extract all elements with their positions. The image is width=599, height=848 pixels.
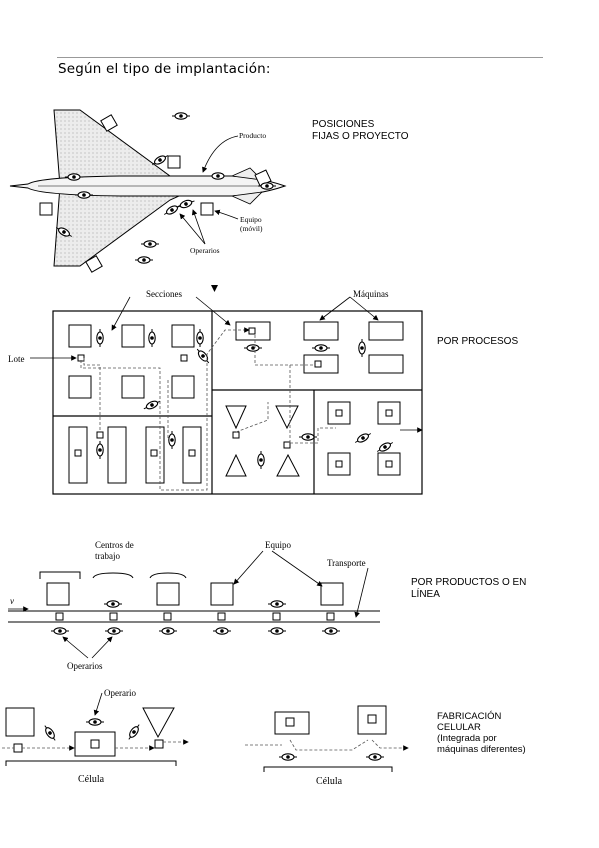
equipment-label-line: Equipo bbox=[265, 540, 291, 550]
product-line-diagram: Centros de trabajo Equipo Transporte v O… bbox=[8, 540, 380, 671]
lot-label: Lote bbox=[8, 354, 25, 364]
equipment-box bbox=[200, 202, 214, 216]
label-fixed-line1: POSICIONES bbox=[312, 119, 375, 130]
page-heading: Según el tipo de implantación: bbox=[58, 61, 271, 77]
label-cellular-line2: CELULAR bbox=[437, 722, 481, 733]
velocity-label: v bbox=[10, 596, 14, 606]
equipment-box bbox=[39, 202, 53, 216]
label-product-line: POR PRODUCTOS O EN LÍNEA bbox=[411, 577, 526, 600]
fixed-position-diagram: Producto Equipo (móvil) Operarios bbox=[9, 109, 287, 273]
equipment-box bbox=[85, 255, 103, 273]
machines-label: Máquinas bbox=[353, 289, 389, 299]
label-process: POR PROCESOS bbox=[437, 336, 518, 348]
operator-label: Operario bbox=[104, 688, 136, 698]
centers-label-2: trabajo bbox=[95, 551, 120, 561]
product-label: Producto bbox=[239, 131, 266, 140]
mobile-label: (móvil) bbox=[240, 224, 263, 233]
equipment-box bbox=[100, 114, 118, 132]
label-fixed-line2: FIJAS O PROYECTO bbox=[312, 130, 409, 142]
label-cellular: FABRICACIÓN CELULAR (Integrada por máqui… bbox=[437, 711, 526, 755]
label-product-line2: LÍNEA bbox=[411, 588, 440, 600]
operators-label-line: Operarios bbox=[67, 661, 103, 671]
label-product-line1: POR PRODUCTOS O EN bbox=[411, 577, 527, 588]
centers-label-1: Centros de bbox=[95, 540, 134, 550]
cell-label-right: Célula bbox=[316, 776, 343, 787]
equipment-box bbox=[167, 155, 181, 169]
operator-icon bbox=[175, 197, 197, 211]
cell-label-left: Célula bbox=[78, 774, 105, 785]
equipment-label: Equipo bbox=[240, 215, 262, 224]
label-cellular-line3: (Integrada por bbox=[437, 733, 497, 744]
operator-icon bbox=[171, 112, 191, 120]
label-cellular-line4: máquinas diferentes) bbox=[437, 744, 526, 755]
label-cellular-line1: FABRICACIÓN bbox=[437, 711, 502, 722]
operator-icon bbox=[162, 202, 182, 218]
top-divider bbox=[57, 57, 543, 58]
plant-outline bbox=[52, 310, 423, 495]
sections-label: Secciones bbox=[146, 289, 182, 299]
label-fixed-position: POSICIONES FIJAS O PROYECTO bbox=[312, 119, 409, 142]
transport-label: Transporte bbox=[327, 558, 366, 568]
process-layout-diagram: Secciones Máquinas Lote bbox=[8, 285, 423, 495]
operators-label: Operarios bbox=[190, 246, 220, 255]
operator-icon bbox=[134, 256, 154, 264]
cellular-diagram: Operario Célula Célula bbox=[2, 688, 409, 787]
operator-icon bbox=[140, 240, 160, 248]
label-process-line1: POR PROCESOS bbox=[437, 336, 519, 347]
